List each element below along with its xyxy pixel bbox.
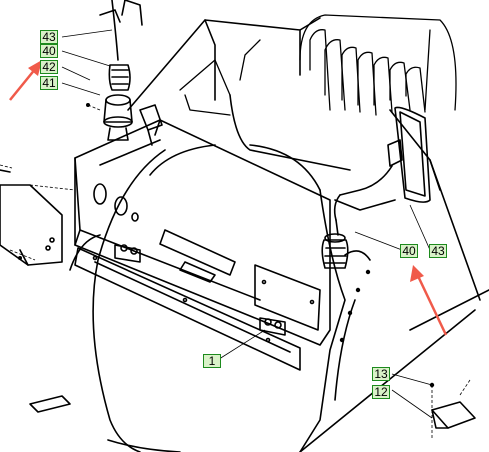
- callout-40-right[interactable]: 40: [400, 244, 418, 258]
- mirror-bracket: [139, 104, 163, 146]
- callout-13[interactable]: 13: [372, 367, 390, 381]
- leader-43-top: [61, 29, 113, 38]
- leader-40-right: [354, 231, 403, 251]
- callout-40-top[interactable]: 40: [40, 44, 58, 58]
- roller-drum: [69, 144, 321, 452]
- dash-left-3: [9, 249, 36, 261]
- callout-1[interactable]: 1: [203, 354, 221, 368]
- dash-left-1: [0, 164, 13, 169]
- mirror-assembly-left: [103, 0, 143, 141]
- leader-42: [61, 66, 91, 81]
- leader-1: [215, 329, 266, 362]
- callout-43-top[interactable]: 43: [40, 30, 58, 44]
- fasteners: [18, 103, 435, 388]
- front-panel: [74, 119, 331, 346]
- dash-mirror: [87, 104, 101, 111]
- dash-left-2: [29, 184, 76, 191]
- arrow-pointer-right: [410, 265, 448, 336]
- leader-12: [391, 389, 433, 419]
- dash-right-2: [459, 379, 471, 396]
- step-pad: [29, 395, 71, 413]
- callout-12[interactable]: 12: [372, 385, 390, 399]
- small-bracket: [431, 401, 476, 429]
- callout-43-right[interactable]: 43: [429, 244, 447, 258]
- callout-41[interactable]: 41: [40, 76, 58, 90]
- lower-rail: [74, 247, 301, 371]
- leader-41: [61, 82, 101, 96]
- arrow-pointer-top: [9, 60, 42, 101]
- hamm-logo: [159, 229, 236, 283]
- leader-43-right: [409, 204, 431, 251]
- leader-lines: [0, 29, 471, 440]
- work-light-left: [114, 244, 141, 263]
- side-cover-plate: [0, 169, 63, 266]
- leader-40-top: [61, 50, 111, 67]
- machine-housing: [127, 17, 489, 452]
- misc-part-upper: [99, 9, 121, 23]
- hood-grille: [179, 14, 457, 116]
- work-light-right: [259, 317, 286, 336]
- callout-42[interactable]: 42: [40, 60, 58, 74]
- leader-13: [391, 373, 433, 386]
- mirror-assembly-right: [321, 106, 431, 269]
